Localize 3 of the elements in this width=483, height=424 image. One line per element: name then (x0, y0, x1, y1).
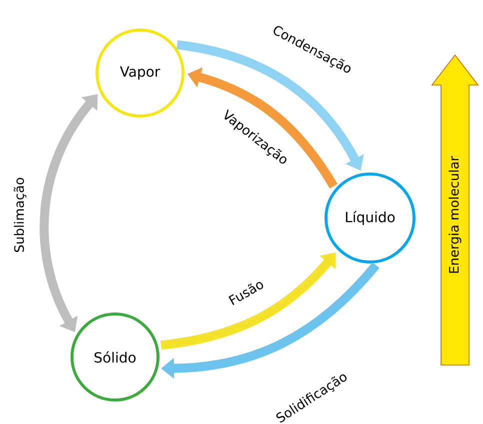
edge-label: Sublimação (14, 178, 26, 252)
curved-arrow (160, 252, 336, 350)
arrow-label: Energia molecular (448, 156, 462, 273)
